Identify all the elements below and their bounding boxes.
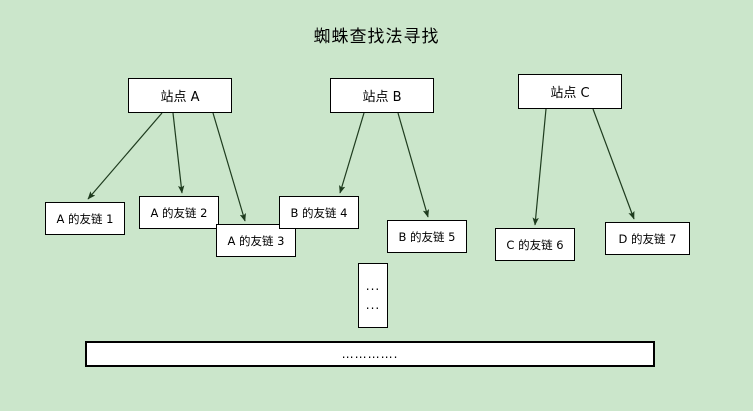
friend-link-node[interactable]: D 的友链 7 bbox=[605, 222, 690, 255]
site-node[interactable]: 站点 C bbox=[518, 74, 622, 109]
arrow-icon bbox=[87, 112, 163, 200]
friend-link-node[interactable]: A 的友链 3 bbox=[216, 224, 296, 257]
friend-link-node[interactable]: B 的友链 5 bbox=[387, 220, 467, 253]
arrow-icon bbox=[532, 108, 547, 226]
friend-link-node[interactable]: A 的友链 2 bbox=[139, 196, 219, 229]
friend-link-node[interactable]: A 的友链 1 bbox=[45, 202, 125, 235]
ellipsis-row: ... bbox=[365, 298, 381, 312]
site-node[interactable]: 站点 A bbox=[128, 78, 232, 113]
friend-link-node[interactable]: C 的友链 6 bbox=[495, 228, 575, 261]
ellipsis-row: ... bbox=[365, 279, 381, 293]
arrow-icon bbox=[397, 112, 430, 218]
arrow-icon bbox=[172, 112, 185, 194]
bottom-bar: …………. bbox=[85, 341, 655, 367]
arrow-icon bbox=[339, 112, 365, 194]
site-node[interactable]: 站点 B bbox=[330, 78, 434, 113]
page-title: 蜘蛛查找法寻找 bbox=[313, 27, 440, 47]
friend-link-node[interactable]: B 的友链 4 bbox=[279, 196, 359, 229]
ellipsis-node: ...... bbox=[358, 263, 388, 328]
arrow-icon bbox=[592, 108, 635, 220]
